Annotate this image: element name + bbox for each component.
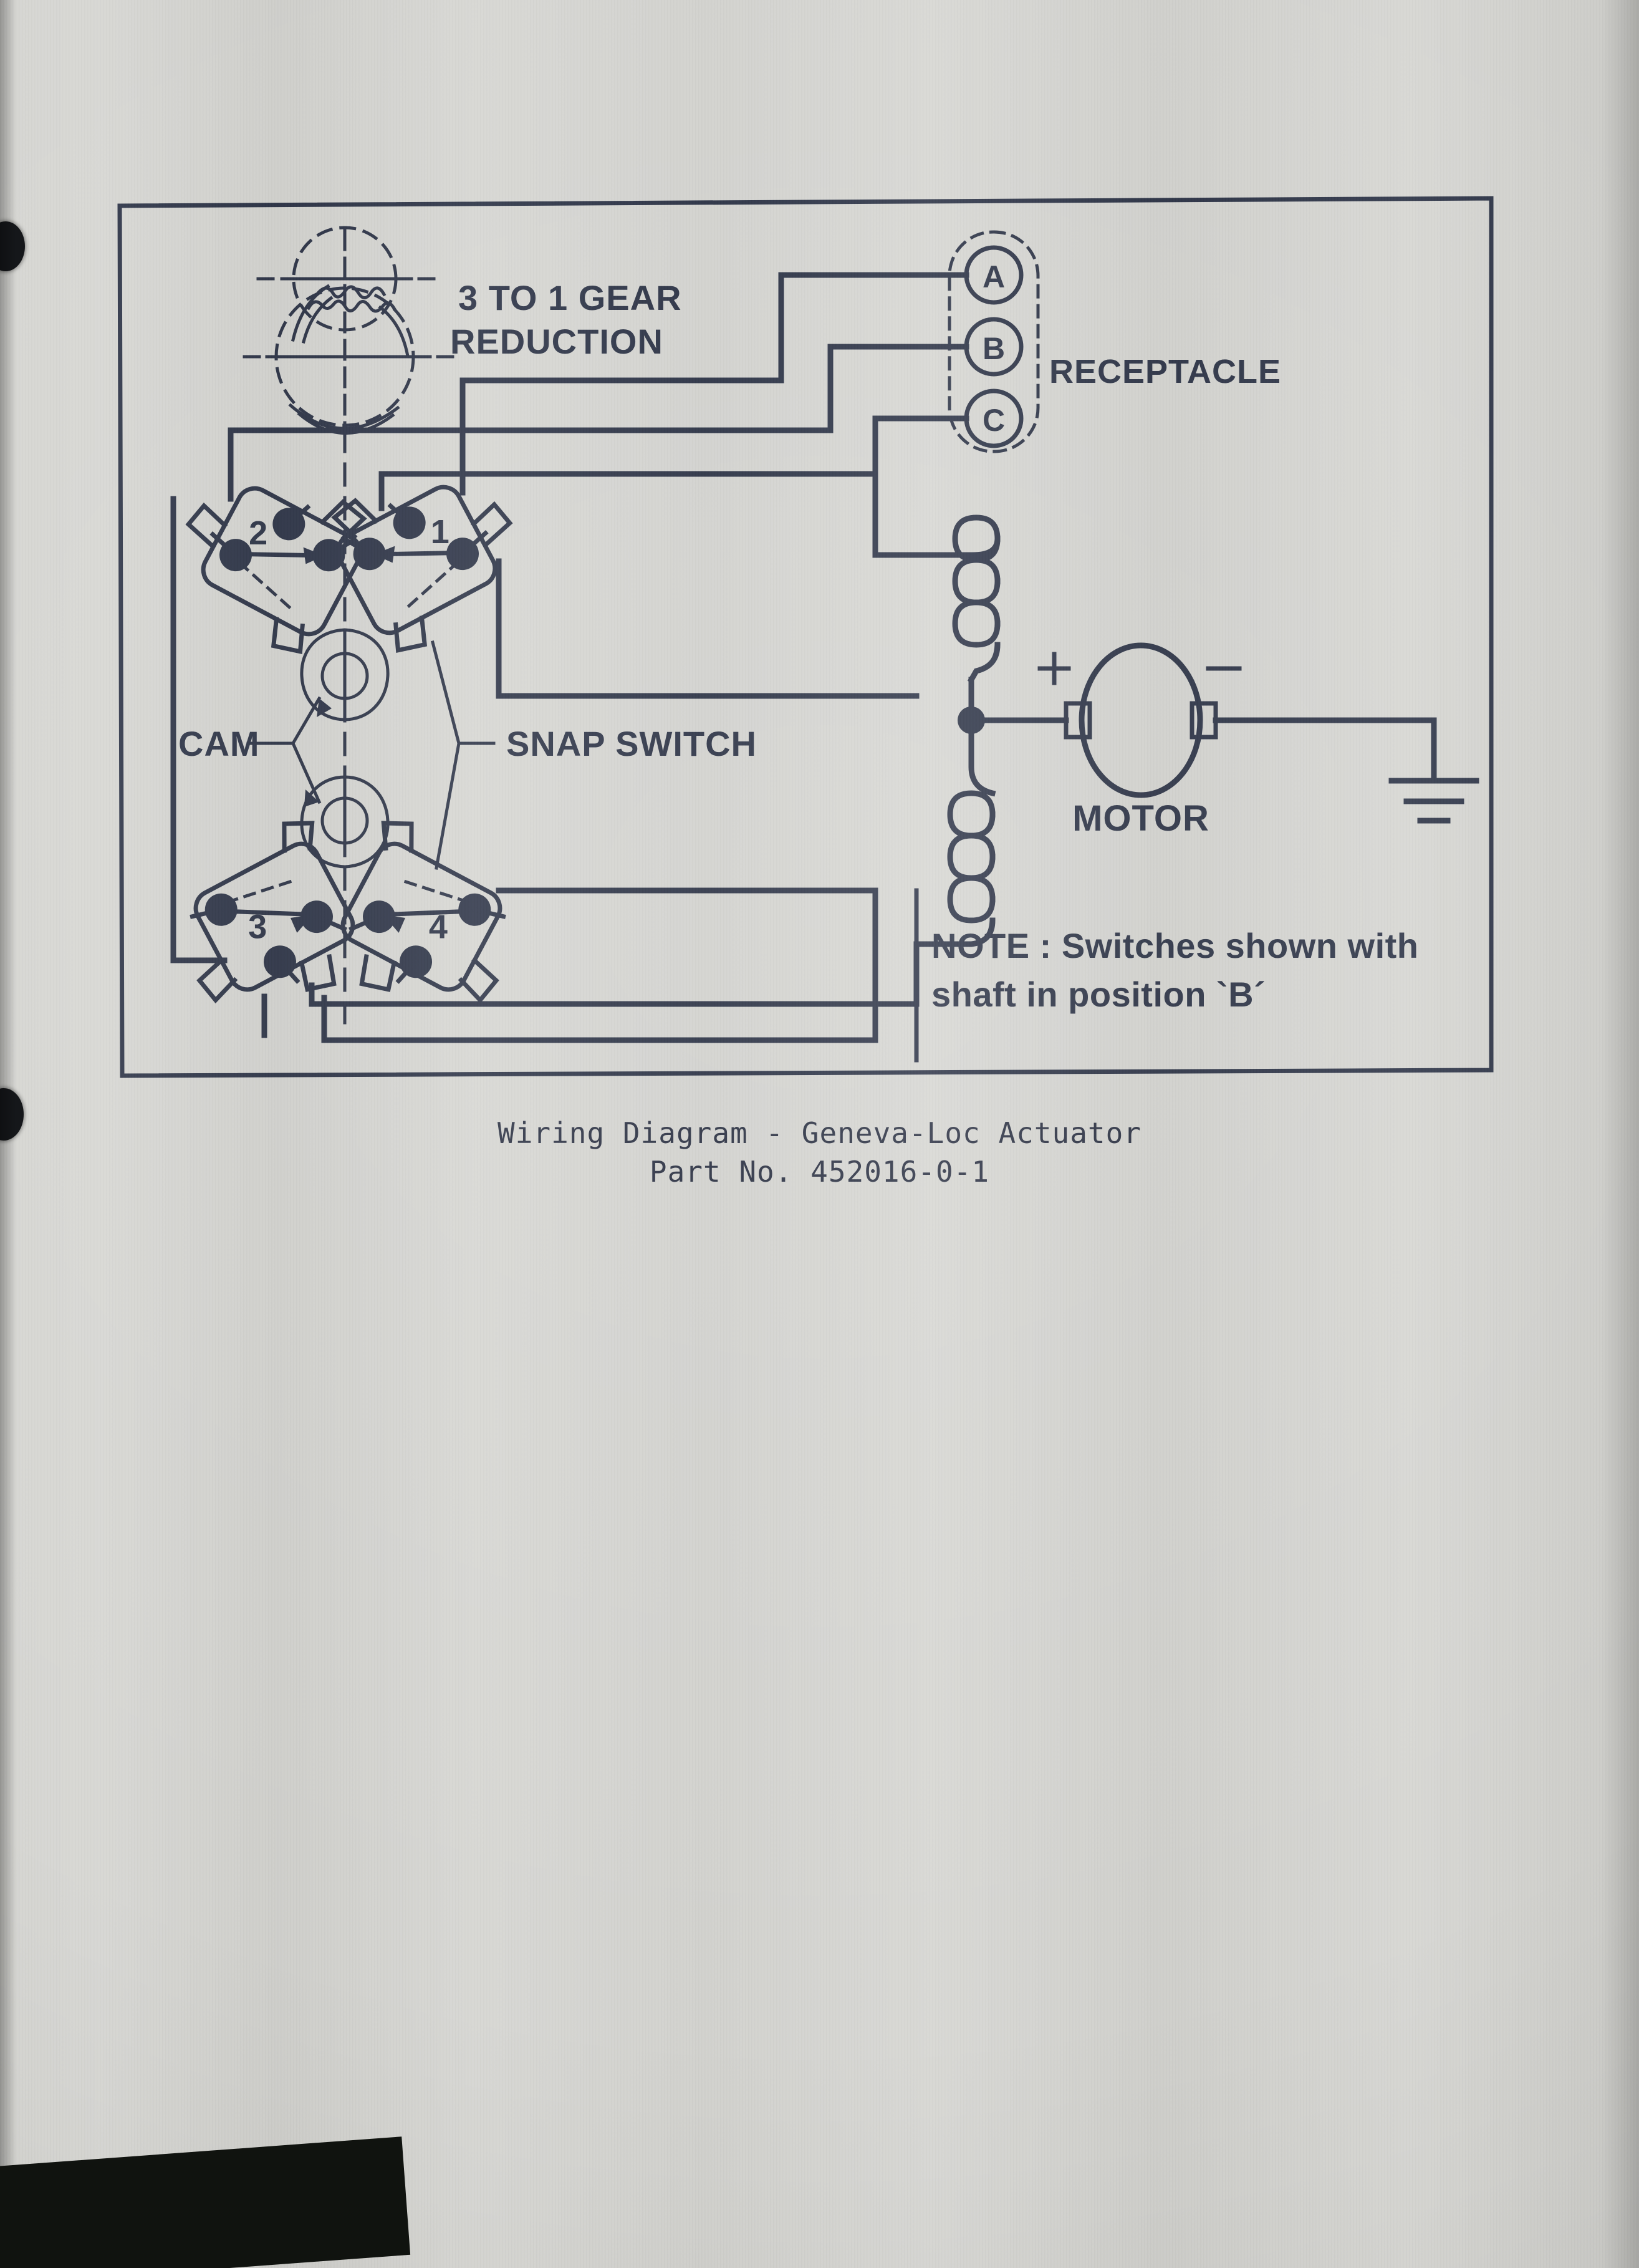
snap-switch-4-label: 4 — [429, 909, 448, 946]
note-line2: shaft in position `B´ — [931, 975, 1266, 1014]
snap-switch-label: SNAP SWITCH — [506, 724, 757, 763]
motor-coil-lower — [913, 717, 996, 947]
gear-label-line1: 3 TO 1 GEAR — [458, 278, 682, 317]
snap-switch-2-label: 2 — [249, 514, 267, 552]
cam-lobe-lower — [300, 775, 390, 869]
cam-lobe-upper — [300, 628, 390, 721]
motor-circuit — [872, 471, 1479, 947]
snap-switch-leader — [430, 640, 496, 870]
gear-label-line2: REDUCTION — [450, 322, 663, 361]
snap-switch-2: 2 — [185, 486, 367, 655]
motor-positive-sign — [1037, 652, 1071, 685]
motor-coil-upper — [952, 514, 1001, 684]
cam-leader — [246, 696, 332, 807]
motor-label: MOTOR — [1072, 798, 1209, 839]
snap-switch-1-label: 1 — [431, 513, 449, 551]
snap-switch-1: 1 — [331, 485, 513, 654]
caption-line-1: Wiring Diagram - Geneva-Loc Actuator — [497, 1116, 1142, 1150]
receptacle-terminal-C-label: C — [983, 403, 1005, 438]
note-line1: NOTE : Switches shown with — [931, 926, 1419, 965]
receptacle-label: RECEPTACLE — [1049, 353, 1281, 390]
cam-label: CAM — [178, 724, 260, 763]
receptacle-terminal-A-label: A — [983, 259, 1005, 294]
snap-switch-3: 3 — [190, 821, 355, 1004]
snap-switch-3-label: 3 — [248, 909, 267, 946]
diagram-frame — [117, 196, 1494, 1078]
snap-switch-4: 4 — [340, 821, 506, 1004]
earth-ground-icon — [1388, 778, 1479, 824]
caption-line-2: Part No. 452016-0-1 — [649, 1155, 990, 1189]
receptacle-terminal-B-label: B — [983, 331, 1005, 366]
